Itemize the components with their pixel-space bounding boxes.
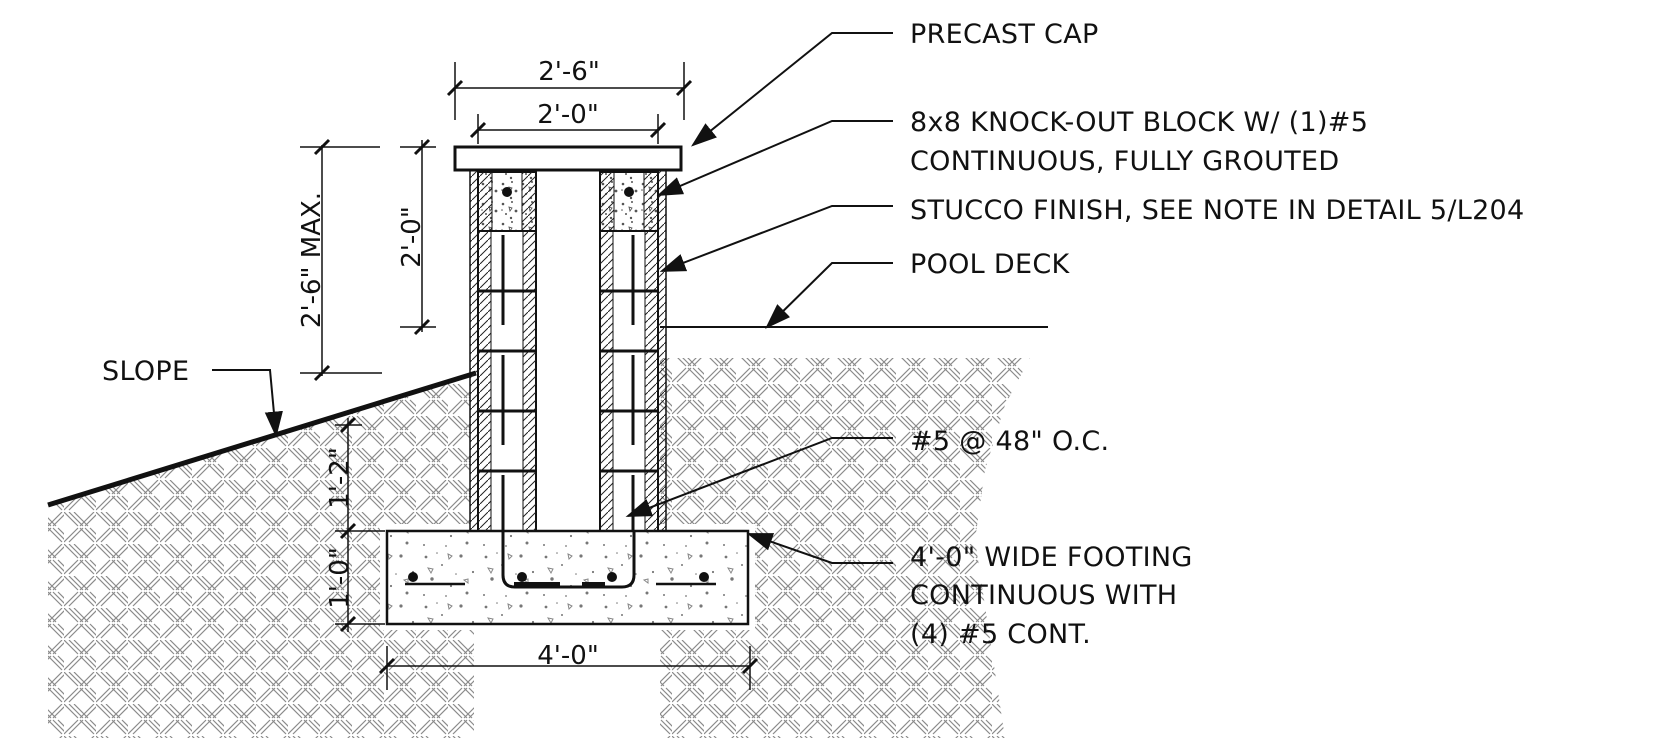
label-stucco: STUCCO FINISH, SEE NOTE IN DETAIL 5/L204 [910, 195, 1525, 226]
max-height-dimension: 2'-6" MAX. [297, 192, 327, 328]
label-footing-line1: 4'-0" WIDE FOOTING [910, 542, 1193, 573]
label-block-line2: CONTINUOUS, FULLY GROUTED [910, 146, 1339, 177]
leader-lines [212, 32, 893, 564]
footing-width-dimension: 4'-0" [537, 641, 599, 671]
footing [385, 529, 750, 626]
label-slope: SLOPE [102, 356, 189, 387]
label-precast-cap: PRECAST CAP [910, 19, 1099, 50]
earth-fill [48, 358, 1030, 738]
dowel-bar-hook [501, 530, 636, 589]
label-footing-line2: CONTINUOUS WITH [910, 580, 1177, 611]
cap-width-dimension: 2'-6" [538, 57, 600, 87]
left-block-wall [469, 169, 537, 532]
label-block-line1: 8x8 KNOCK-OUT BLOCK W/ (1)#5 [910, 107, 1368, 138]
wall-height-dimension: 2'-0" [397, 206, 427, 268]
wall-width-dimension: 2'-0" [537, 100, 599, 130]
right-block-wall [599, 169, 667, 532]
footing-depth-dimension: 1'-0" [325, 547, 355, 609]
precast-cap [453, 145, 683, 172]
slope-ground-line [47, 370, 477, 508]
embed-depth-dimension: 1'-2" [325, 447, 355, 509]
label-rebar: #5 @ 48" O.C. [910, 426, 1109, 457]
dimension-lines [300, 62, 759, 690]
label-pool-deck: POOL DECK [910, 249, 1071, 280]
label-footing-line3: (4) #5 CONT. [910, 619, 1091, 650]
